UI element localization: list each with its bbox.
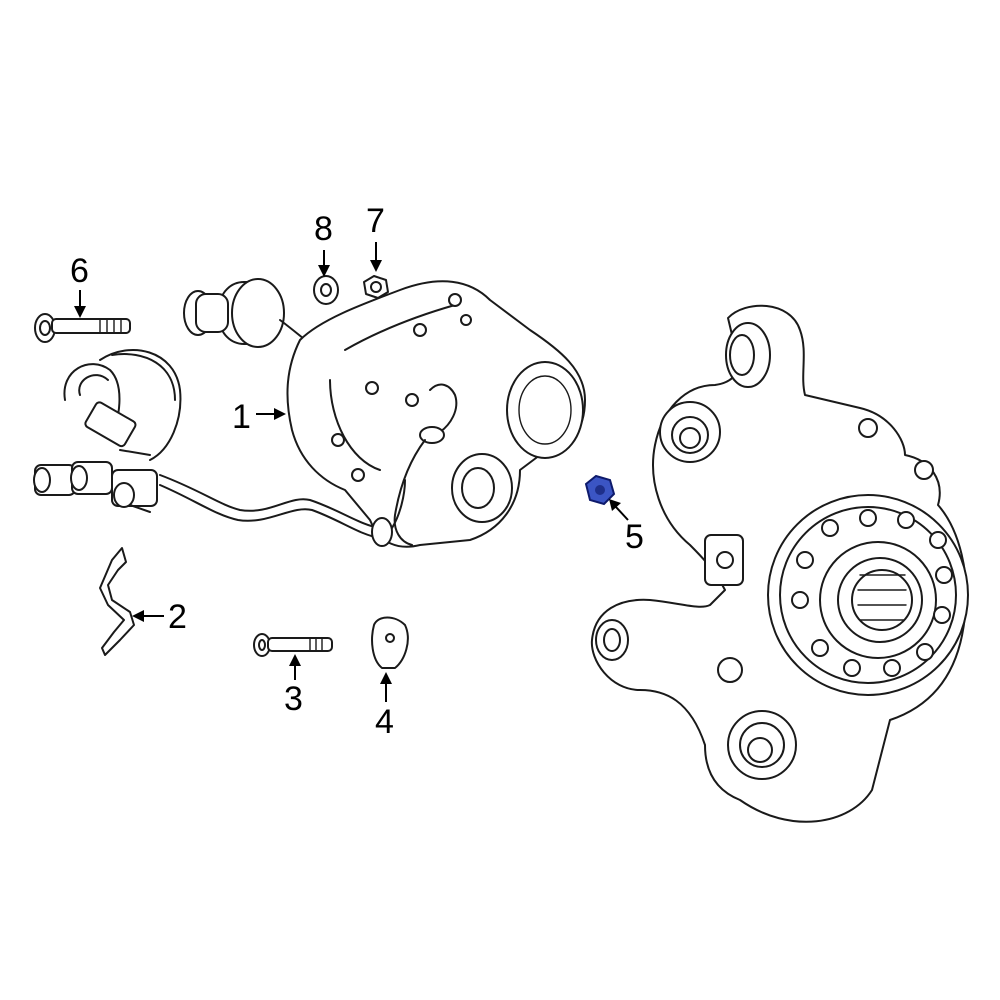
callout-number-6: 6 bbox=[70, 252, 89, 290]
callout-8: 8 bbox=[314, 210, 333, 277]
callout-number-4: 4 bbox=[375, 703, 394, 741]
callout-number-8: 8 bbox=[314, 210, 333, 248]
callout-3: 3 bbox=[284, 654, 303, 718]
knuckle-hub-assembly bbox=[590, 304, 969, 823]
wiring-harness bbox=[33, 349, 406, 547]
part-2-bracket bbox=[99, 547, 135, 656]
callout-number-5: 5 bbox=[625, 518, 644, 556]
callout-number-1: 1 bbox=[232, 398, 251, 436]
part-8-washer bbox=[313, 275, 339, 305]
callout-5: 5 bbox=[609, 499, 644, 556]
callout-4: 4 bbox=[375, 672, 394, 741]
differential-motor-assembly bbox=[183, 278, 586, 548]
part-5-nut[interactable] bbox=[584, 474, 616, 506]
part-3-bolt bbox=[253, 633, 333, 657]
callout-1: 1 bbox=[232, 398, 286, 436]
callout-7: 7 bbox=[366, 202, 385, 272]
callout-number-3: 3 bbox=[284, 680, 303, 718]
callout-6: 6 bbox=[70, 252, 89, 318]
part-7-nut bbox=[363, 275, 389, 299]
callout-2: 2 bbox=[132, 598, 187, 636]
callout-number-2: 2 bbox=[168, 598, 187, 636]
callout-number-7: 7 bbox=[366, 202, 385, 240]
part-4-clip bbox=[371, 616, 409, 669]
part-6-bolt bbox=[34, 313, 131, 343]
